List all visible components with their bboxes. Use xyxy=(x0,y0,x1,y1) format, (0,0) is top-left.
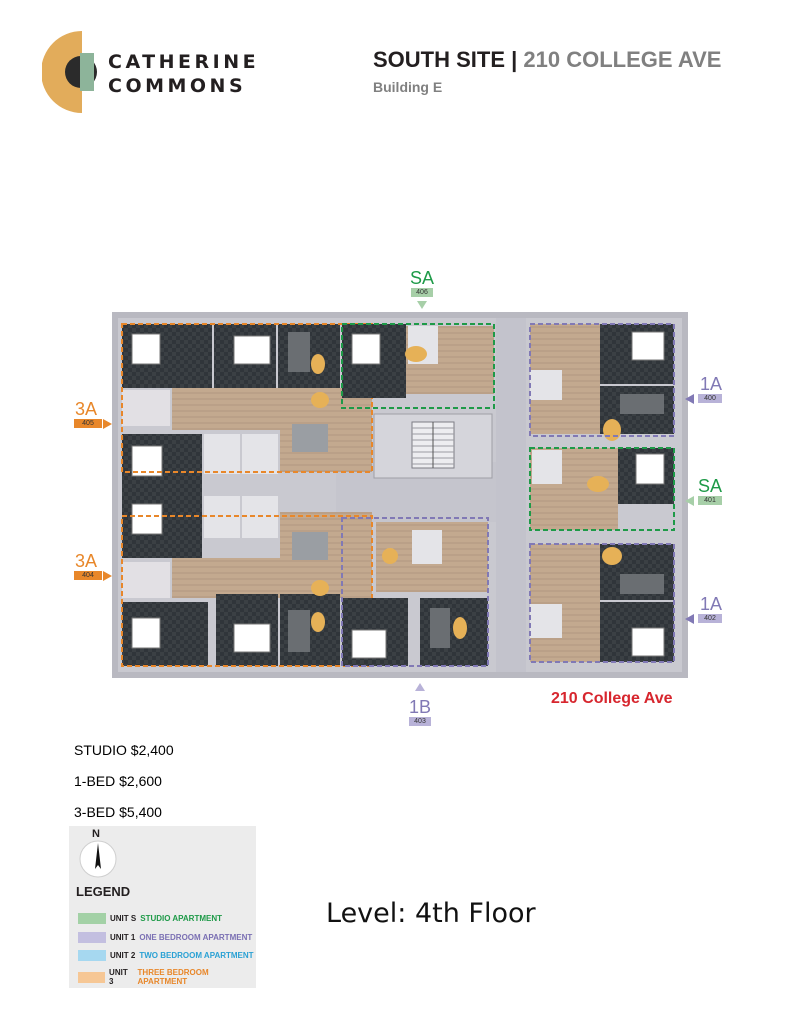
unit-403 xyxy=(341,517,489,667)
legend-swatch xyxy=(78,932,106,943)
unit-code: 3A xyxy=(75,551,98,571)
legend-desc: ONE BEDROOM APARTMENT xyxy=(139,933,253,942)
unit-marker-400[interactable]: 1A 400 xyxy=(684,374,724,404)
unit-marker-402[interactable]: 1A 402 xyxy=(684,594,724,624)
unit-406 xyxy=(341,323,495,409)
unit-number: 402 xyxy=(698,614,722,623)
legend-code: UNIT S xyxy=(110,914,137,923)
legend-desc: THREE BEDROOM APARTMENT xyxy=(137,968,209,986)
unit-number: 400 xyxy=(698,394,722,403)
pointer-left-icon xyxy=(685,496,694,506)
legend-swatch xyxy=(78,913,106,924)
pointer-right-icon xyxy=(103,571,112,581)
unit-code: 1B xyxy=(408,697,432,717)
right-wing xyxy=(526,318,682,672)
pointer-left-icon xyxy=(685,614,694,624)
legend-item-two-bed: UNIT 2 TWO BEDROOM APARTMENT xyxy=(78,950,254,961)
legend-code: UNIT 1 xyxy=(110,933,136,942)
unit-number: 406 xyxy=(411,288,433,297)
unit-404 xyxy=(121,496,373,667)
legend-panel: N LEGEND UNIT S STUDIO APARTMENT UNIT 1 … xyxy=(69,826,256,988)
unit-code: 3A xyxy=(75,399,98,419)
page-title: SOUTH SITE | 210 COLLEGE AVE xyxy=(373,47,721,73)
unit-number: 403 xyxy=(409,717,431,726)
legend-desc: TWO BEDROOM APARTMENT xyxy=(139,951,254,960)
street-label: 210 College Ave xyxy=(551,690,673,707)
pointer-left-icon xyxy=(685,394,694,404)
pointer-up-icon xyxy=(415,683,425,691)
unit-code: SA xyxy=(697,476,722,496)
title-separator: | xyxy=(511,47,518,72)
unit-code: SA xyxy=(409,268,434,288)
unit-number: 405 xyxy=(74,419,102,428)
floor-plan xyxy=(112,312,688,678)
brand-name-line1: CATHERINE xyxy=(108,51,260,73)
unit-number: 401 xyxy=(698,496,722,505)
unit-marker-404[interactable]: 3A 404 xyxy=(74,551,120,581)
unit-code: 1A xyxy=(699,594,722,614)
legend-item-one-bed: UNIT 1 ONE BEDROOM APARTMENT xyxy=(78,932,252,943)
price-3bed: 3-BED $5,400 xyxy=(74,804,162,820)
unit-marker-405[interactable]: 3A 405 xyxy=(74,399,120,429)
north-arrow-icon xyxy=(79,840,117,878)
legend-code: UNIT 2 xyxy=(110,951,136,960)
legend-title: LEGEND xyxy=(76,884,131,899)
site-address: 210 COLLEGE AVE xyxy=(523,47,722,72)
unit-marker-406[interactable]: SA 406 xyxy=(400,268,444,315)
floor-level: Level: 4th Floor xyxy=(326,898,536,929)
unit-code: 1A xyxy=(699,374,722,394)
legend-swatch xyxy=(78,971,106,983)
legend-swatch xyxy=(78,950,106,961)
price-studio: STUDIO $2,400 xyxy=(74,742,174,758)
corridor-vertical xyxy=(496,318,526,672)
pointer-down-icon xyxy=(417,301,427,309)
legend-code: UNIT 3 xyxy=(109,968,128,986)
price-1bed: 1-BED $2,600 xyxy=(74,773,162,789)
legend-item-three-bed: UNIT 3 THREE BEDROOM APARTMENT xyxy=(78,968,256,986)
building-name: Building E xyxy=(373,79,443,95)
legend-item-studio: UNIT S STUDIO APARTMENT xyxy=(78,913,222,924)
north-label: N xyxy=(92,828,100,840)
legend-desc: STUDIO APARTMENT xyxy=(140,914,223,923)
unit-405 xyxy=(121,323,373,498)
unit-number: 404 xyxy=(74,571,102,580)
brand-logo-mark xyxy=(42,31,97,113)
unit-marker-401[interactable]: SA 401 xyxy=(684,476,724,506)
site-name: SOUTH SITE xyxy=(373,47,506,72)
unit-marker-403[interactable]: 1B 403 xyxy=(398,679,442,726)
brand-name: CATHERINE COMMONS xyxy=(108,50,259,98)
stair-core xyxy=(373,413,493,479)
pointer-right-icon xyxy=(103,419,112,429)
brand-name-line2: COMMONS xyxy=(108,75,247,97)
